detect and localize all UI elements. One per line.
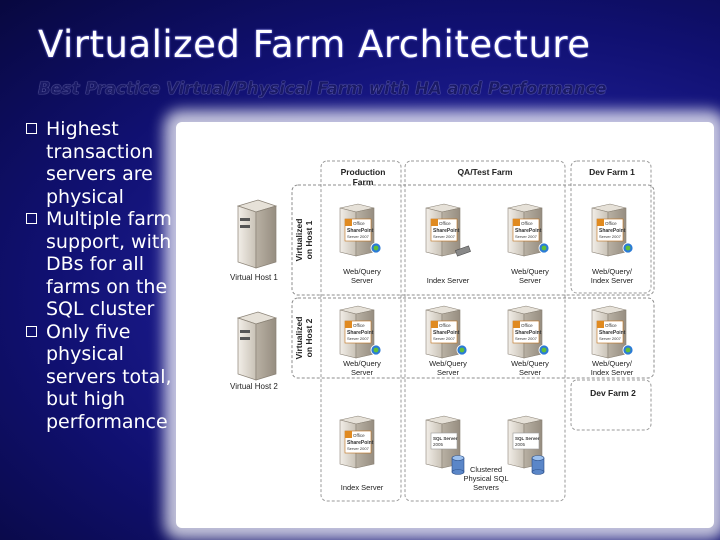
sharepoint-server-icon: Office SharePoint Server 2007 [591, 203, 634, 257]
qa-test-farm-zone [404, 160, 566, 502]
svg-text:2005: 2005 [433, 442, 444, 447]
server-caption: Server [351, 368, 374, 377]
svg-text:SharePoint: SharePoint [433, 228, 460, 234]
svg-text:Office: Office [353, 323, 365, 328]
svg-text:Server 2007: Server 2007 [347, 234, 370, 239]
svg-text:Server 2007: Server 2007 [515, 336, 538, 341]
server-caption: Web/Query [343, 267, 381, 276]
sql-server-icon: SQL Server 2005 [425, 415, 461, 469]
server-caption: Web/Query/ [592, 267, 633, 276]
host-1-row [291, 184, 655, 296]
sql-cluster-caption: Servers [473, 483, 499, 492]
dev-farm-2-zone [570, 379, 652, 431]
sharepoint-server-icon: Office SharePoint Server 2007 [425, 305, 468, 359]
svg-text:SharePoint: SharePoint [599, 330, 626, 336]
server-caption: Web/Query [343, 359, 381, 368]
diagram-frame: Production Farm QA/Test Farm Dev Farm 1 … [176, 122, 714, 528]
sql-cluster-caption: Physical SQL [463, 474, 508, 483]
host-2-label-line2: on Host 2 [304, 318, 314, 357]
svg-text:Office: Office [521, 221, 533, 226]
dev-farm-1-header: Dev Farm 1 [589, 167, 635, 177]
sharepoint-server-icon: Office SharePoint Server 2007 [425, 203, 471, 257]
sharepoint-server-icon: Office SharePoint Server 2007 [507, 203, 550, 257]
svg-text:SQL Server: SQL Server [515, 436, 540, 441]
server-caption: Web/Query [429, 359, 467, 368]
svg-text:SharePoint: SharePoint [515, 228, 542, 234]
svg-text:Server 2007: Server 2007 [433, 234, 456, 239]
server-caption: Server [519, 276, 542, 285]
svg-text:2005: 2005 [515, 442, 526, 447]
bullet-box-icon [26, 123, 37, 134]
svg-text:Office: Office [521, 323, 533, 328]
svg-text:Office: Office [439, 221, 451, 226]
sharepoint-server-icon: Office SharePoint Server 2007 [507, 305, 550, 359]
server-caption: Web/Query/ [592, 359, 633, 368]
virtual-host-2-caption: Virtual Host 2 [230, 382, 278, 391]
svg-text:SharePoint: SharePoint [347, 330, 374, 336]
server-caption: Index Server [591, 276, 634, 285]
svg-text:Office: Office [353, 221, 365, 226]
server-caption: Web/Query [511, 359, 549, 368]
svg-text:Office: Office [605, 221, 617, 226]
database-cylinder-icon [451, 455, 465, 475]
server-caption: Server [519, 368, 542, 377]
bullet-item: Only five physical servers total, but hi… [26, 321, 186, 434]
svg-text:SharePoint: SharePoint [599, 228, 626, 234]
architecture-diagram: Production Farm QA/Test Farm Dev Farm 1 … [230, 160, 655, 502]
svg-text:Server 2007: Server 2007 [433, 336, 456, 341]
svg-text:Server 2007: Server 2007 [599, 336, 622, 341]
bullet-item: Multiple farm support, with DBs for all … [26, 208, 186, 321]
bullet-text: Highest transaction servers are physical [46, 118, 154, 208]
dev-farm-2-header: Dev Farm 2 [590, 388, 636, 398]
svg-text:SharePoint: SharePoint [347, 440, 374, 446]
svg-text:Server 2007: Server 2007 [347, 446, 370, 451]
production-farm-header-line2: Farm [353, 177, 374, 187]
svg-text:SharePoint: SharePoint [433, 330, 460, 336]
server-icon [236, 311, 278, 381]
svg-text:Office: Office [605, 323, 617, 328]
bullet-list: Highest transaction servers are physical… [26, 118, 186, 433]
host-1-label-line2: on Host 1 [304, 220, 314, 259]
server-caption: Index Server [427, 276, 470, 285]
svg-text:Server 2007: Server 2007 [347, 336, 370, 341]
server-caption: Web/Query [511, 267, 549, 276]
server-caption: Server [437, 368, 460, 377]
server-caption: Index Server [591, 368, 634, 377]
bullet-text: Multiple farm support, with DBs for all … [46, 208, 172, 320]
bullet-box-icon [26, 213, 37, 224]
host-1-label: Virtualized [294, 219, 304, 262]
sql-cluster-caption: Clustered [470, 465, 502, 474]
svg-text:Server 2007: Server 2007 [515, 234, 538, 239]
qa-farm-header: QA/Test Farm [457, 167, 513, 177]
sharepoint-server-icon: Office SharePoint Server 2007 [339, 203, 382, 257]
bullet-text: Only five physical servers total, but hi… [46, 320, 172, 433]
host-2-label: Virtualized [294, 317, 304, 360]
dev-farm-1-zone [570, 160, 652, 294]
slide-title: Virtualized Farm Architecture [38, 23, 591, 66]
svg-text:SharePoint: SharePoint [515, 330, 542, 336]
database-cylinder-icon [531, 455, 545, 475]
server-caption: Index Server [341, 483, 384, 492]
production-farm-header: Production [341, 167, 386, 177]
svg-text:Office: Office [439, 323, 451, 328]
sharepoint-server-icon: Office SharePoint Server 2007 [339, 305, 382, 359]
sharepoint-server-icon: Office SharePoint Server 2007 [591, 305, 634, 359]
production-farm-zone [320, 160, 402, 502]
sql-server-icon: SQL Server 2005 [507, 415, 543, 469]
sharepoint-server-icon: Office SharePoint Server 2007 [339, 415, 375, 469]
host-2-row [291, 297, 655, 379]
svg-text:SharePoint: SharePoint [347, 228, 374, 234]
svg-text:SQL Server: SQL Server [433, 436, 458, 441]
virtual-host-1-caption: Virtual Host 1 [230, 273, 278, 282]
server-caption: Server [351, 276, 374, 285]
bullet-box-icon [26, 325, 37, 337]
slide-subtitle: Best Practice Virtual/Physical Farm with… [38, 79, 607, 98]
svg-text:Office: Office [353, 433, 365, 438]
bullet-item: Highest transaction servers are physical [26, 118, 186, 208]
server-icon [236, 199, 278, 269]
svg-text:Server 2007: Server 2007 [599, 234, 622, 239]
